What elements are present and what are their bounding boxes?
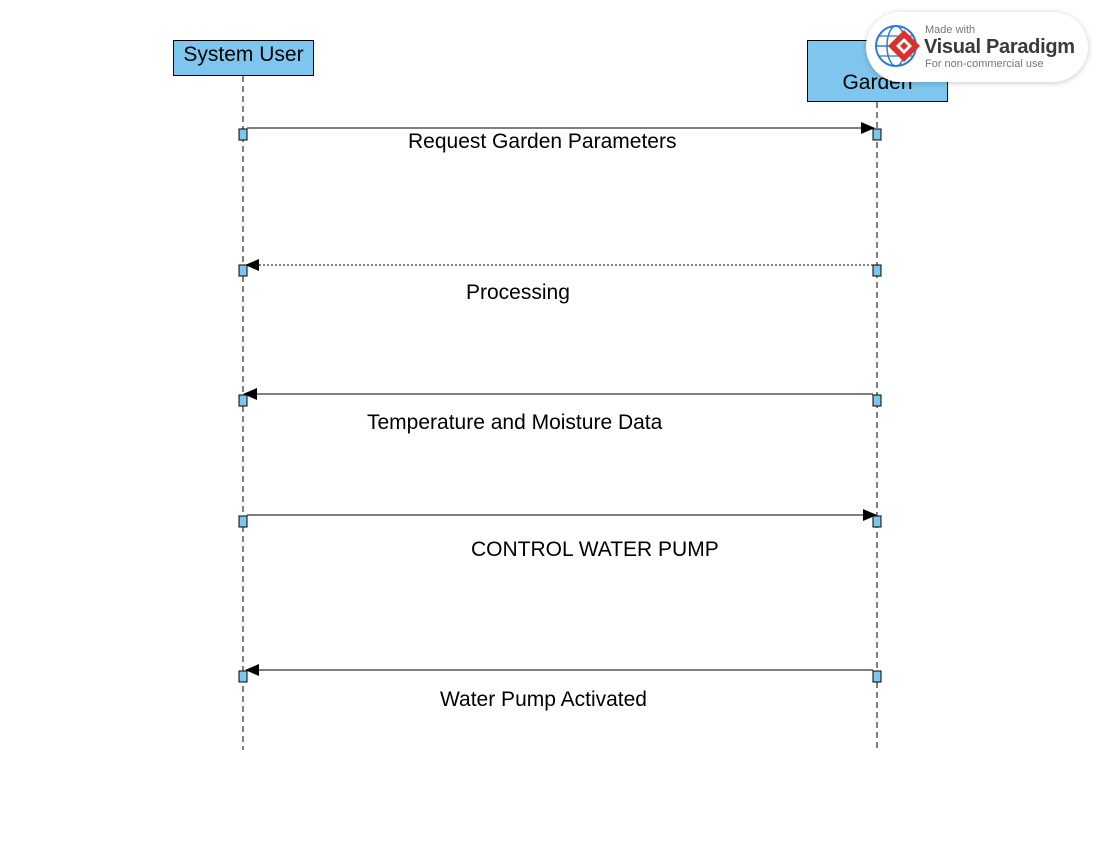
- activation-garden-5: [872, 670, 882, 683]
- activation-garden-2: [872, 264, 882, 277]
- activation-garden-4: [872, 515, 882, 528]
- message-arrow-5[interactable]: [245, 664, 873, 676]
- message-arrow-3[interactable]: [243, 388, 873, 400]
- visual-paradigm-logo-icon: [875, 25, 920, 67]
- activation-user-3: [238, 394, 248, 407]
- message-label-1[interactable]: Request Garden Parameters: [406, 129, 679, 155]
- message-label-5[interactable]: Water Pump Activated: [438, 687, 649, 713]
- message-arrow-2[interactable]: [245, 259, 873, 271]
- activation-user-1: [238, 128, 248, 141]
- lifeline-system-user[interactable]: System User: [173, 40, 314, 76]
- watermark-brand: Visual Paradigm: [924, 36, 1075, 58]
- message-label-3[interactable]: Temperature and Moisture Data: [365, 410, 665, 436]
- activation-garden-1: [872, 128, 882, 141]
- activation-user-2: [238, 264, 248, 277]
- activation-user-5: [238, 670, 248, 683]
- message-label-2[interactable]: Processing: [464, 280, 572, 306]
- message-label-4[interactable]: CONTROL WATER PUMP: [469, 537, 721, 563]
- watermark-note: For non-commercial use: [925, 58, 1044, 70]
- message-arrow-1[interactable]: [247, 122, 875, 134]
- watermark-made-with: Made with: [925, 24, 976, 36]
- activation-user-4: [238, 515, 248, 528]
- message-arrow-4[interactable]: [247, 509, 877, 521]
- activation-garden-3: [872, 394, 882, 407]
- visual-paradigm-watermark: Made with Visual Paradigm For non-commer…: [866, 12, 1088, 82]
- lifeline-system-user-label: System User: [183, 43, 304, 66]
